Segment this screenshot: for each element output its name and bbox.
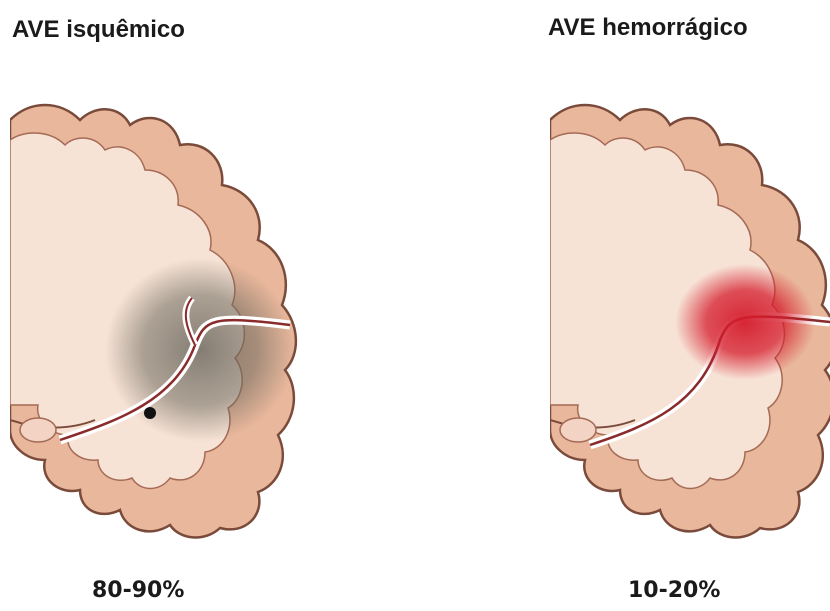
clot-marker [144,407,156,419]
ischemic-brain-section [10,100,300,540]
hemorrhage-overlay [675,264,815,380]
ischemic-percentage: 80-90% [92,578,184,603]
hemorrhagic-percentage: 10-20% [628,578,720,603]
hemorrhagic-brain-section [550,100,830,540]
ischemic-stroke-title: AVE isquêmico [12,16,185,44]
hemorrhagic-stroke-title: AVE hemorrágico [548,14,748,42]
